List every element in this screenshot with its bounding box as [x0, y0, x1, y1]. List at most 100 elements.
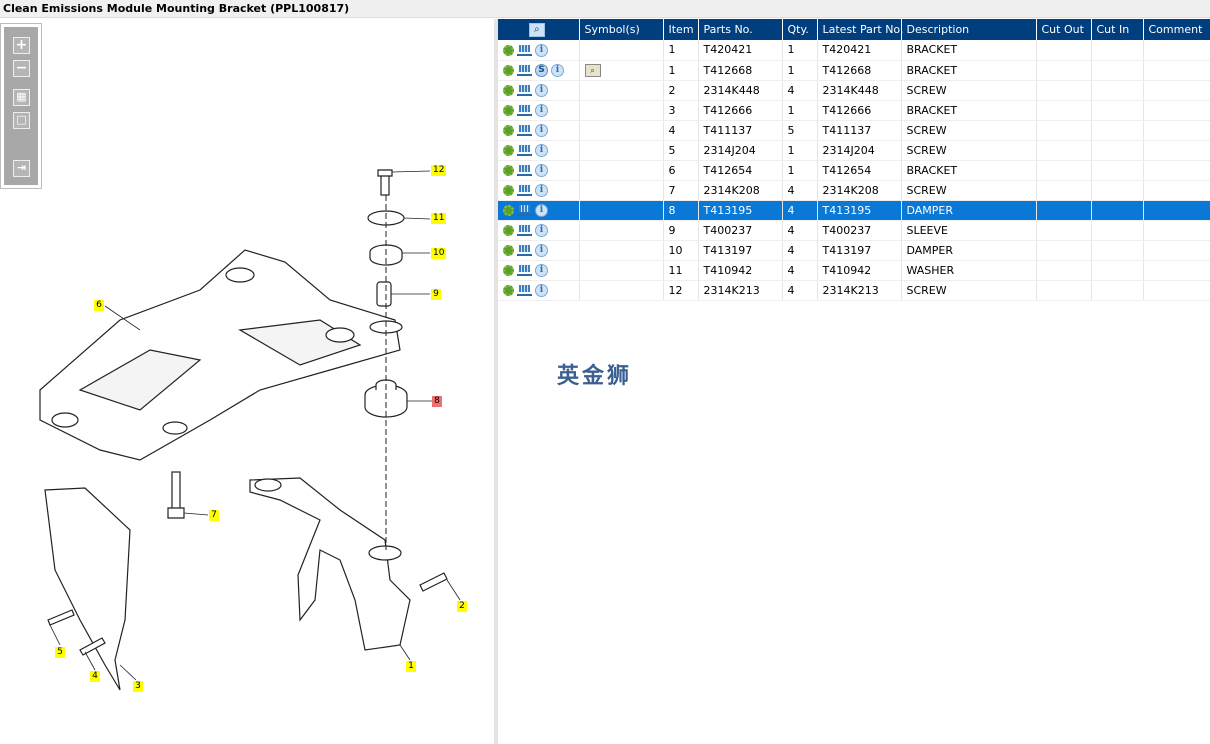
callout-10[interactable]: 10 [431, 248, 447, 259]
part-no-cell: 2314K448 [698, 80, 783, 101]
callout-4[interactable]: 4 [90, 671, 100, 682]
cart-icon[interactable] [517, 164, 532, 176]
qty-cell: 1 [782, 100, 818, 121]
configure-icon[interactable] [503, 284, 514, 296]
info-icon[interactable]: i [535, 163, 548, 177]
diagram-panel[interactable]: + − ▦ □ ⇥ 12 11 10 9 6 8 7 5 4 3 2 1 [0, 19, 494, 744]
zoom-out-button[interactable]: − [13, 60, 30, 77]
table-row[interactable]: i 1 T420421 1 T420421 BRACKET [498, 40, 1210, 61]
panel-splitter[interactable] [494, 19, 498, 744]
header-cut-in[interactable]: Cut In [1091, 19, 1144, 40]
info-icon[interactable]: i [535, 223, 548, 237]
header-parts-no[interactable]: Parts No. [698, 19, 783, 40]
callout-5[interactable]: 5 [55, 647, 65, 658]
configure-icon[interactable] [503, 164, 514, 176]
configure-icon[interactable] [503, 104, 514, 116]
info-icon[interactable]: i [535, 143, 548, 157]
callout-3[interactable]: 3 [133, 681, 143, 692]
configure-icon[interactable] [503, 224, 514, 236]
info-icon[interactable]: i [535, 203, 548, 217]
cart-icon[interactable] [517, 144, 532, 156]
configure-icon[interactable] [503, 264, 514, 276]
configure-icon[interactable] [503, 244, 514, 256]
configure-icon[interactable] [503, 64, 514, 76]
configure-icon[interactable] [503, 184, 514, 196]
cart-icon[interactable] [517, 104, 532, 116]
item-cell: 11 [663, 260, 699, 281]
callout-6[interactable]: 6 [94, 300, 104, 311]
table-row[interactable]: i 9 T400237 4 T400237 SLEEVE [498, 220, 1210, 241]
callout-11[interactable]: 11 [431, 213, 447, 224]
info-icon[interactable]: i [535, 43, 548, 57]
header-description[interactable]: Description [901, 19, 1037, 40]
cart-icon[interactable] [517, 204, 532, 216]
table-row[interactable]: i 7 2314K208 4 2314K208 SCREW [498, 180, 1210, 201]
item-cell: 2 [663, 80, 699, 101]
configure-icon[interactable] [503, 144, 514, 156]
info-icon[interactable]: i [535, 263, 548, 277]
callout-9[interactable]: 9 [431, 289, 441, 300]
cart-icon[interactable] [517, 124, 532, 136]
configure-icon[interactable] [503, 84, 514, 96]
info-icon[interactable]: i [551, 63, 564, 77]
table-row[interactable]: i 8 T413195 4 T413195 DAMPER [498, 200, 1210, 221]
callout-1[interactable]: 1 [406, 661, 416, 672]
callout-8-selected[interactable]: 8 [432, 396, 442, 407]
cart-icon[interactable] [517, 84, 532, 96]
latest-part-cell: T412654 [817, 160, 902, 181]
header-latest-part-no[interactable]: Latest Part No. [817, 19, 903, 40]
callout-12[interactable]: 12 [431, 165, 447, 176]
fit-view-button[interactable]: ▦ [13, 89, 30, 106]
cut-out-cell [1036, 200, 1092, 221]
table-row[interactable]: i 4 T411137 5 T411137 SCREW [498, 120, 1210, 141]
configure-icon[interactable] [503, 204, 514, 216]
callout-7[interactable]: 7 [209, 510, 219, 521]
info-icon[interactable]: i [535, 103, 548, 117]
info-icon[interactable]: i [535, 83, 548, 97]
table-row[interactable]: i 5 2314J204 1 2314J204 SCREW [498, 140, 1210, 161]
watermark: 英金狮 [557, 364, 633, 389]
toggle-panel-button[interactable]: ⇥ [13, 160, 30, 177]
table-row[interactable]: i 12 2314K213 4 2314K213 SCREW [498, 280, 1210, 301]
reset-view-button[interactable]: □ [13, 112, 30, 129]
supersession-icon[interactable]: S [535, 63, 548, 77]
cart-icon[interactable] [517, 244, 532, 256]
configure-icon[interactable] [503, 124, 514, 136]
header-qty[interactable]: Qty. [782, 19, 818, 40]
table-row[interactable]: i 11 T410942 4 T410942 WASHER [498, 260, 1210, 281]
cart-icon[interactable] [517, 184, 532, 196]
cart-icon[interactable] [517, 44, 532, 56]
header-comment[interactable]: Comment [1143, 19, 1210, 40]
header-symbols[interactable]: Symbol(s) [579, 19, 664, 40]
zoom-in-button[interactable]: + [13, 37, 30, 54]
header-cut-out[interactable]: Cut Out [1036, 19, 1092, 40]
table-row[interactable]: i 2 2314K448 4 2314K448 SCREW [498, 80, 1210, 101]
table-row[interactable]: i 6 T412654 1 T412654 BRACKET [498, 160, 1210, 181]
table-row[interactable]: i 10 T413197 4 T413197 DAMPER [498, 240, 1210, 261]
cut-in-cell [1091, 40, 1144, 61]
cart-icon[interactable] [517, 224, 532, 236]
info-icon[interactable]: i [535, 283, 548, 297]
info-icon[interactable]: i [535, 123, 548, 137]
cart-icon[interactable] [517, 284, 532, 296]
configure-icon[interactable] [503, 44, 514, 56]
description-cell: SCREW [901, 280, 1037, 301]
callout-2[interactable]: 2 [457, 601, 467, 612]
info-icon[interactable]: i [535, 243, 548, 257]
description-cell: SCREW [901, 120, 1037, 141]
table-header: ⌕ Symbol(s) Item Parts No. Qty. Latest P… [498, 19, 1210, 40]
cut-in-cell [1091, 60, 1144, 81]
cart-icon[interactable] [517, 64, 532, 76]
header-search[interactable]: ⌕ [498, 19, 580, 40]
search-icon[interactable]: ⌕ [528, 22, 545, 37]
item-cell: 9 [663, 220, 699, 241]
part-no-cell: 2314J204 [698, 140, 783, 161]
latest-part-cell: 2314K213 [817, 280, 902, 301]
row-actions: i [498, 160, 580, 181]
header-item[interactable]: Item [663, 19, 699, 40]
cart-icon[interactable] [517, 264, 532, 276]
book-search-icon[interactable]: ⌕ [584, 63, 601, 77]
table-row[interactable]: i 3 T412666 1 T412666 BRACKET [498, 100, 1210, 121]
info-icon[interactable]: i [535, 183, 548, 197]
